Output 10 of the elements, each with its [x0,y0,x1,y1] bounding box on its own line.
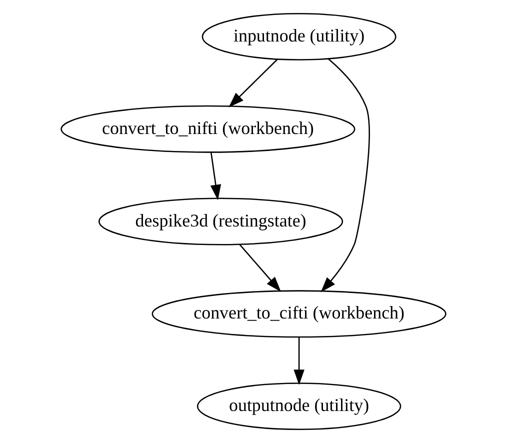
node-ellipse: despike3d (restingstate) [98,198,344,246]
node-ellipse: convert_to_cifti (workbench) [152,290,446,338]
node-ellipse: inputnode (utility) [202,12,396,60]
arrow [228,58,278,108]
arrow [239,244,282,292]
arrow [210,152,222,200]
arrow [294,337,304,386]
node-ellipse: outputnode (utility) [196,382,402,430]
arrow [320,58,370,292]
node-ellipse: convert_to_nifti (workbench) [60,105,356,153]
